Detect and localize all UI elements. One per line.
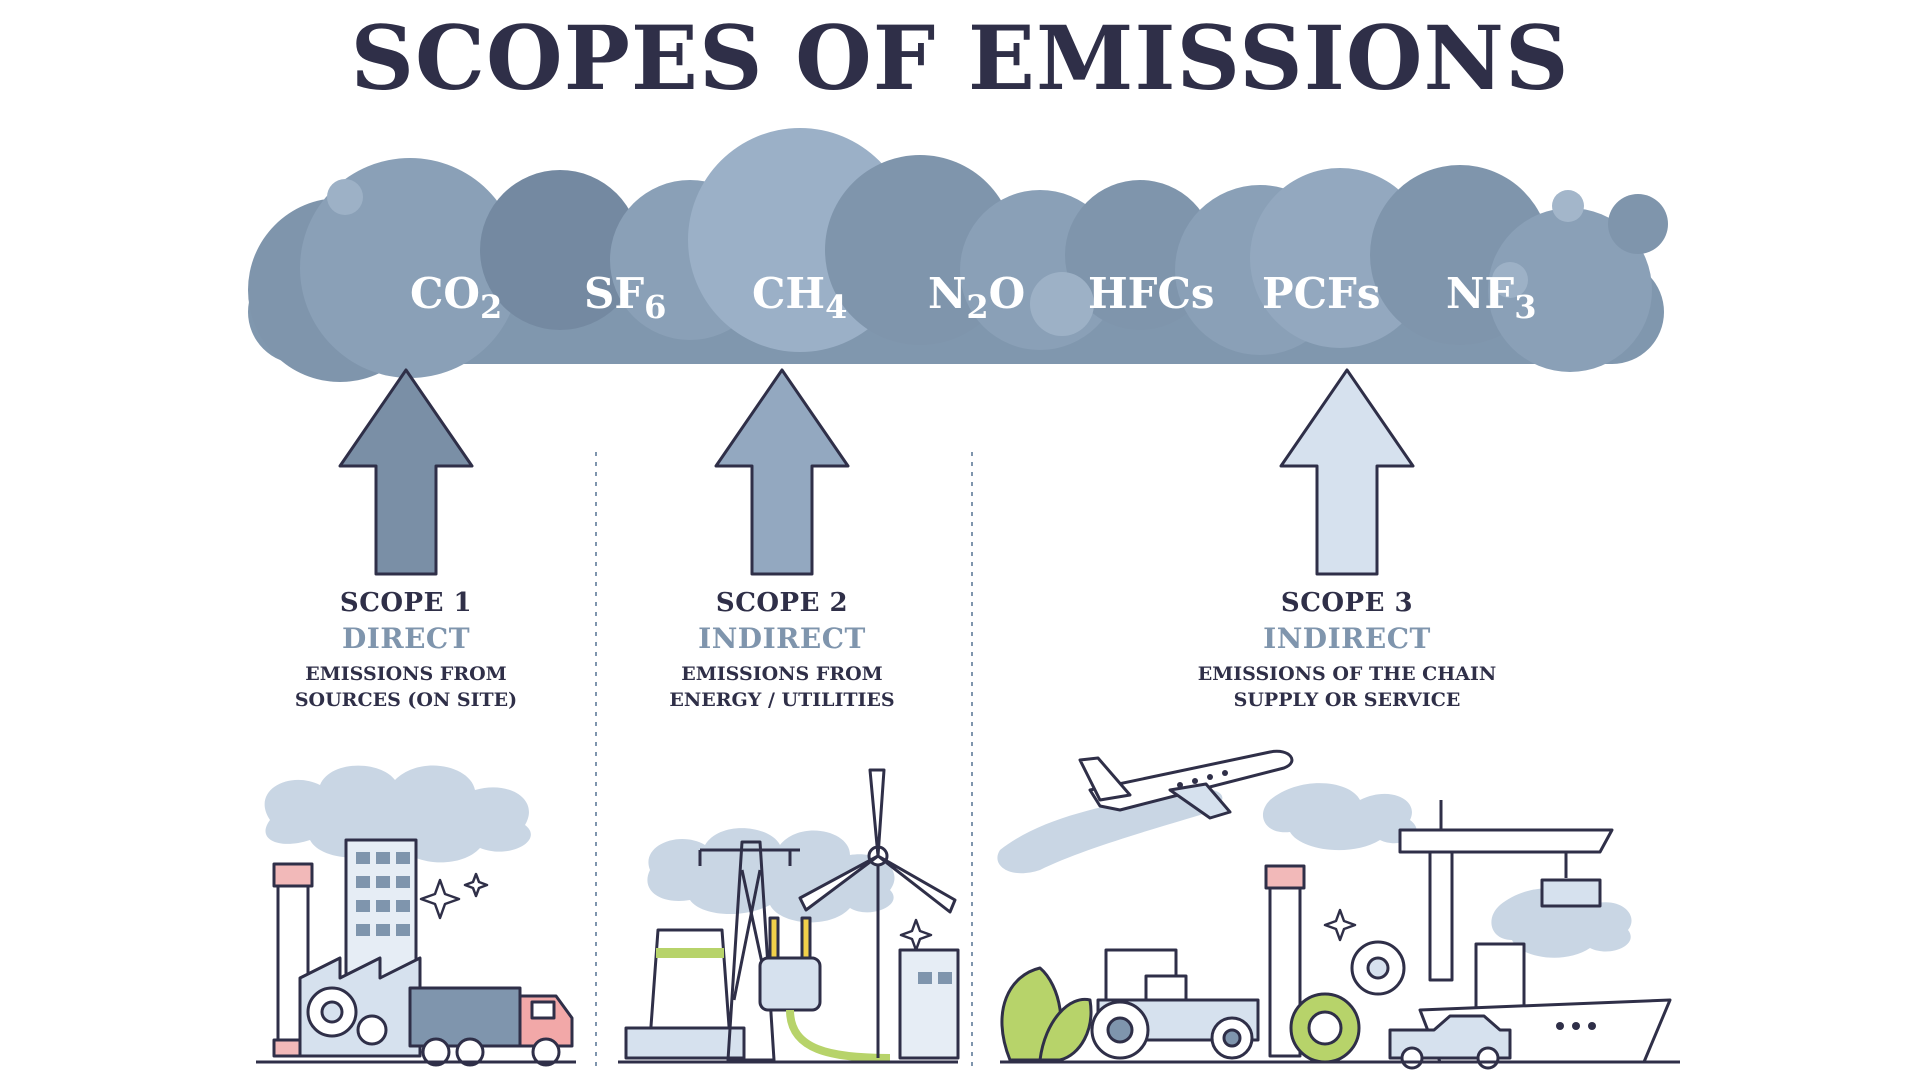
factory-illustration — [256, 765, 576, 1067]
scope2-type: INDIRECT — [698, 622, 866, 655]
scope3-block: SCOPE 3 INDIRECT EMISSIONS OF THE CHAIN … — [1157, 588, 1537, 713]
gas-pcfs: PCFs — [1262, 269, 1380, 318]
scope3-title: SCOPE 3 — [1280, 588, 1414, 618]
scope3-desc-line1: EMISSIONS OF THE CHAIN — [1197, 663, 1497, 685]
scope1-title: SCOPE 1 — [339, 588, 473, 618]
scope1-desc-line1: EMISSIONS FROM — [305, 663, 507, 685]
emission-cloud — [248, 128, 1668, 382]
gas-nf3: NF3 — [1446, 269, 1536, 326]
scope2-desc-line1: EMISSIONS FROM — [681, 663, 883, 685]
scope3-arrow — [1279, 368, 1415, 576]
gas-n2o: N2O — [928, 269, 1025, 326]
gas-co2: CO2 — [410, 269, 502, 326]
scope1-block: SCOPE 1 DIRECT EMISSIONS FROM SOURCES (O… — [216, 588, 596, 713]
scope2-block: SCOPE 2 INDIRECT EMISSIONS FROM ENERGY /… — [592, 588, 972, 713]
scope2-desc-line2: ENERGY / UTILITIES — [669, 689, 895, 711]
gas-sf6: SF6 — [584, 269, 666, 326]
scope1-desc-line2: SOURCES (ON SITE) — [294, 689, 518, 711]
scope1-type: DIRECT — [341, 622, 471, 655]
scope3-desc-line2: SUPPLY OR SERVICE — [1233, 689, 1461, 711]
gas-ch4: CH4 — [752, 269, 847, 326]
energy-illustration — [618, 768, 960, 1064]
page-title: SCOPES OF EMISSIONS — [350, 6, 1570, 110]
supply-chain-illustration — [997, 749, 1680, 1070]
gas-hfcs: HFCs — [1088, 269, 1215, 318]
scope2-arrow — [714, 368, 850, 576]
scope1-description: EMISSIONS FROM SOURCES (ON SITE) — [216, 661, 596, 713]
scope3-description: EMISSIONS OF THE CHAIN SUPPLY OR SERVICE — [1157, 661, 1537, 713]
scope3-type: INDIRECT — [1263, 622, 1431, 655]
scope2-description: EMISSIONS FROM ENERGY / UTILITIES — [592, 661, 972, 713]
scope1-arrow — [338, 368, 474, 576]
scope2-title: SCOPE 2 — [715, 588, 849, 618]
gas-labels: CO2 SF6 CH4 N2O HFCs PCFs NF3 — [410, 269, 1536, 326]
